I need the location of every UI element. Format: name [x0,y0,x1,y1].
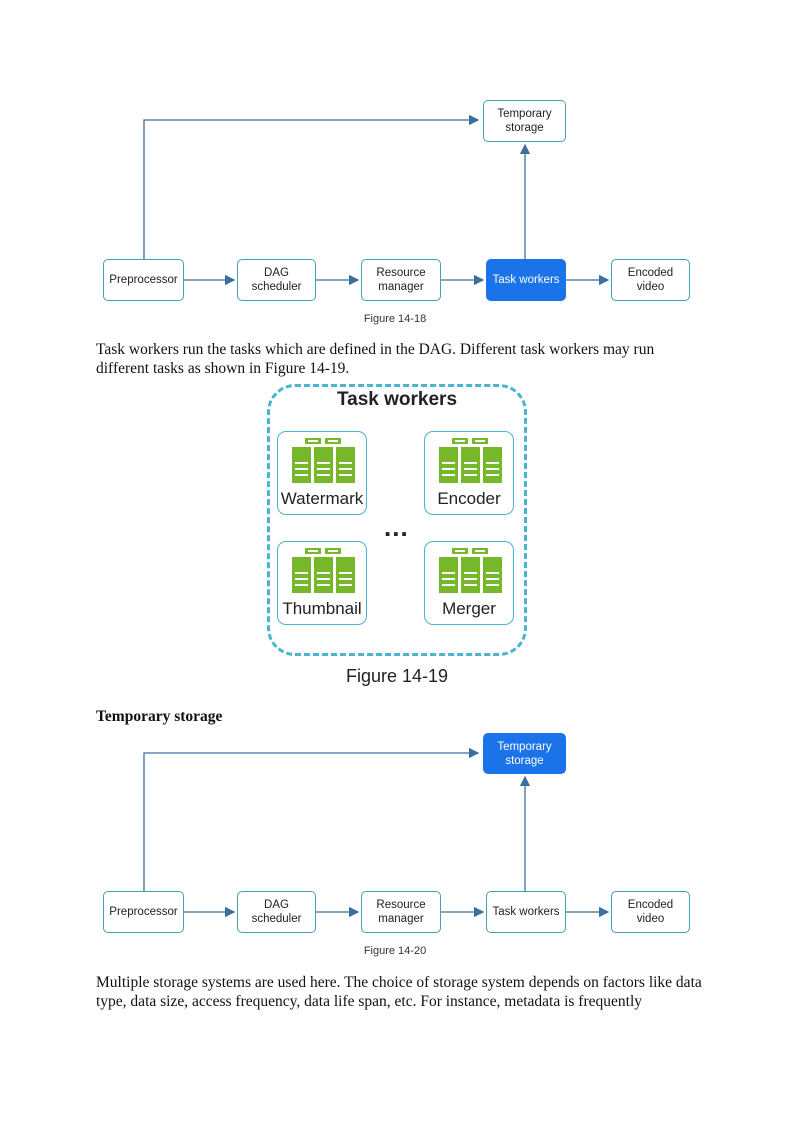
encoded-video-node: Encoded video [611,891,690,933]
server-icon [292,438,355,483]
worker-card-thumbnail: Thumbnail [277,541,367,625]
dag-scheduler-node: DAG scheduler [237,891,316,933]
worker-label: Encoder [437,489,501,508]
preprocessor-node: Preprocessor [103,891,184,933]
figure-caption: Figure 14-18 [363,313,427,325]
resource-manager-node: Resource manager [361,259,441,301]
task-workers-node: Task workers [486,259,566,301]
worker-card-merger: Merger [424,541,514,625]
server-icon [439,438,502,483]
resource-manager-node: Resource manager [361,891,441,933]
temporary-storage-node: Temporary storage [483,100,566,142]
worker-label: Merger [442,599,496,618]
paragraph-task-workers: Task workers run the tasks which are def… [96,341,655,377]
paragraph-storage: Multiple storage systems are used here. … [96,974,702,1010]
figure-14-18-arrows [143,114,610,286]
task-workers-title: Task workers [336,389,458,410]
worker-label: Thumbnail [282,599,362,618]
temporary-storage-node: Temporary storage [483,733,566,774]
task-workers-node: Task workers [486,891,566,933]
section-heading: Temporary storage [96,708,223,725]
worker-label: Watermark [280,489,364,508]
server-icon [439,548,502,593]
server-icon [292,548,355,593]
figure-caption: Figure 14-20 [363,945,427,957]
worker-card-encoder: Encoder [424,431,514,515]
figure-caption: Figure 14-19 [345,666,449,686]
encoded-video-node: Encoded video [611,259,690,301]
preprocessor-node: Preprocessor [103,259,184,301]
figure-14-20-arrows [143,747,610,918]
task-workers-frame [267,384,527,656]
worker-card-watermark: Watermark [277,431,367,515]
ellipsis: ... [384,512,409,542]
dag-scheduler-node: DAG scheduler [237,259,316,301]
